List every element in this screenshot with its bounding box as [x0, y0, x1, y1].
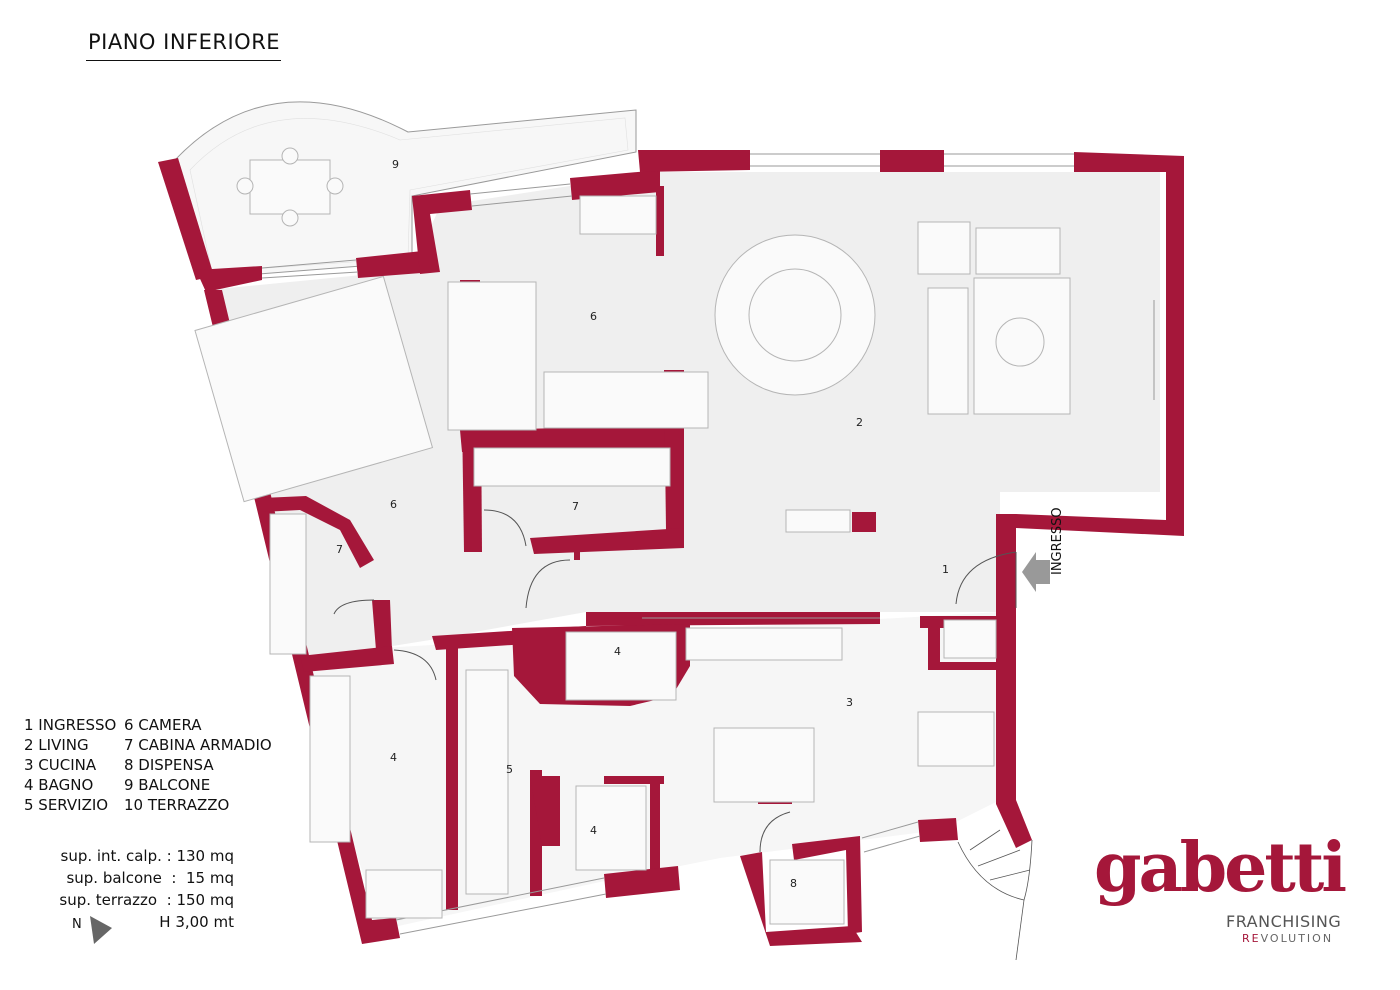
legend-item: 1 INGRESSO: [24, 716, 117, 734]
doors: [333, 509, 1017, 853]
room-number-7: 7: [336, 543, 343, 556]
room-number-3: 3: [846, 696, 853, 709]
legend-column-left: 1 INGRESSO 2 LIVING 3 CUCINA 4 BAGNO 5 S…: [24, 715, 116, 815]
windows: [261, 153, 1155, 935]
room-number-9: 9: [392, 158, 399, 171]
legend-item: 5 SERVIZIO: [24, 796, 109, 814]
room-number-2: 2: [856, 416, 863, 429]
legend-item: 10 TERRAZZO: [124, 796, 230, 814]
page-title: PIANO INFERIORE: [88, 30, 281, 54]
room-number-4: 4: [590, 824, 597, 837]
entrance-arrow-icon: [1022, 552, 1050, 592]
room-number-5: 5: [506, 763, 513, 776]
room-number-8: 8: [790, 877, 797, 890]
legend-item: 7 CABINA ARMADIO: [124, 736, 272, 754]
logo-tagline-rest: VOLUTION: [1260, 932, 1334, 945]
logo-subtitle: FRANCHISING: [1226, 912, 1342, 931]
legend-column-right: 6 CAMERA 7 CABINA ARMADIO 8 DISPENSA 9 B…: [124, 715, 272, 815]
room-number-4: 4: [614, 645, 621, 658]
area-balcony: sup. balcone : 15 mq: [66, 869, 234, 887]
legend-item: 9 BALCONE: [124, 776, 211, 794]
room-number-6: 6: [390, 498, 397, 511]
room-number-6: 6: [590, 310, 597, 323]
logo-tagline-accent: RE: [1242, 932, 1261, 945]
north-arrow-icon: [90, 916, 112, 944]
legend-item: 4 BAGNO: [24, 776, 94, 794]
area-internal: sup. int. calp. : 130 mq: [60, 847, 235, 865]
north-label: N: [72, 917, 82, 932]
room-number-1: 1: [942, 563, 949, 576]
area-terrace: sup. terrazzo : 150 mq: [59, 891, 234, 909]
stair: [957, 829, 1033, 961]
legend-item: 3 CUCINA: [24, 756, 97, 774]
balcony-outline: [174, 101, 637, 279]
entrance-label: INGRESSO: [1050, 507, 1065, 575]
room-number-7: 7: [572, 500, 579, 513]
balcony-hatch: [189, 117, 629, 273]
ceiling-height: H 3,00 mt: [159, 913, 234, 931]
logo-tagline: REVOLUTION: [1242, 932, 1333, 945]
furniture: [194, 147, 1071, 925]
room-number-4: 4: [390, 751, 397, 764]
title-underline: [86, 60, 281, 61]
legend-item: 2 LIVING: [24, 736, 89, 754]
logo-wordmark: gabetti: [1094, 828, 1347, 908]
surface-areas: sup. int. calp. : 130 mq sup. balcone : …: [30, 845, 234, 933]
gabetti-logo: gabetti FRANCHISING REVOLUTION: [1094, 828, 1354, 952]
legend-item: 8 DISPENSA: [124, 756, 214, 774]
legend-item: 6 CAMERA: [124, 716, 202, 734]
